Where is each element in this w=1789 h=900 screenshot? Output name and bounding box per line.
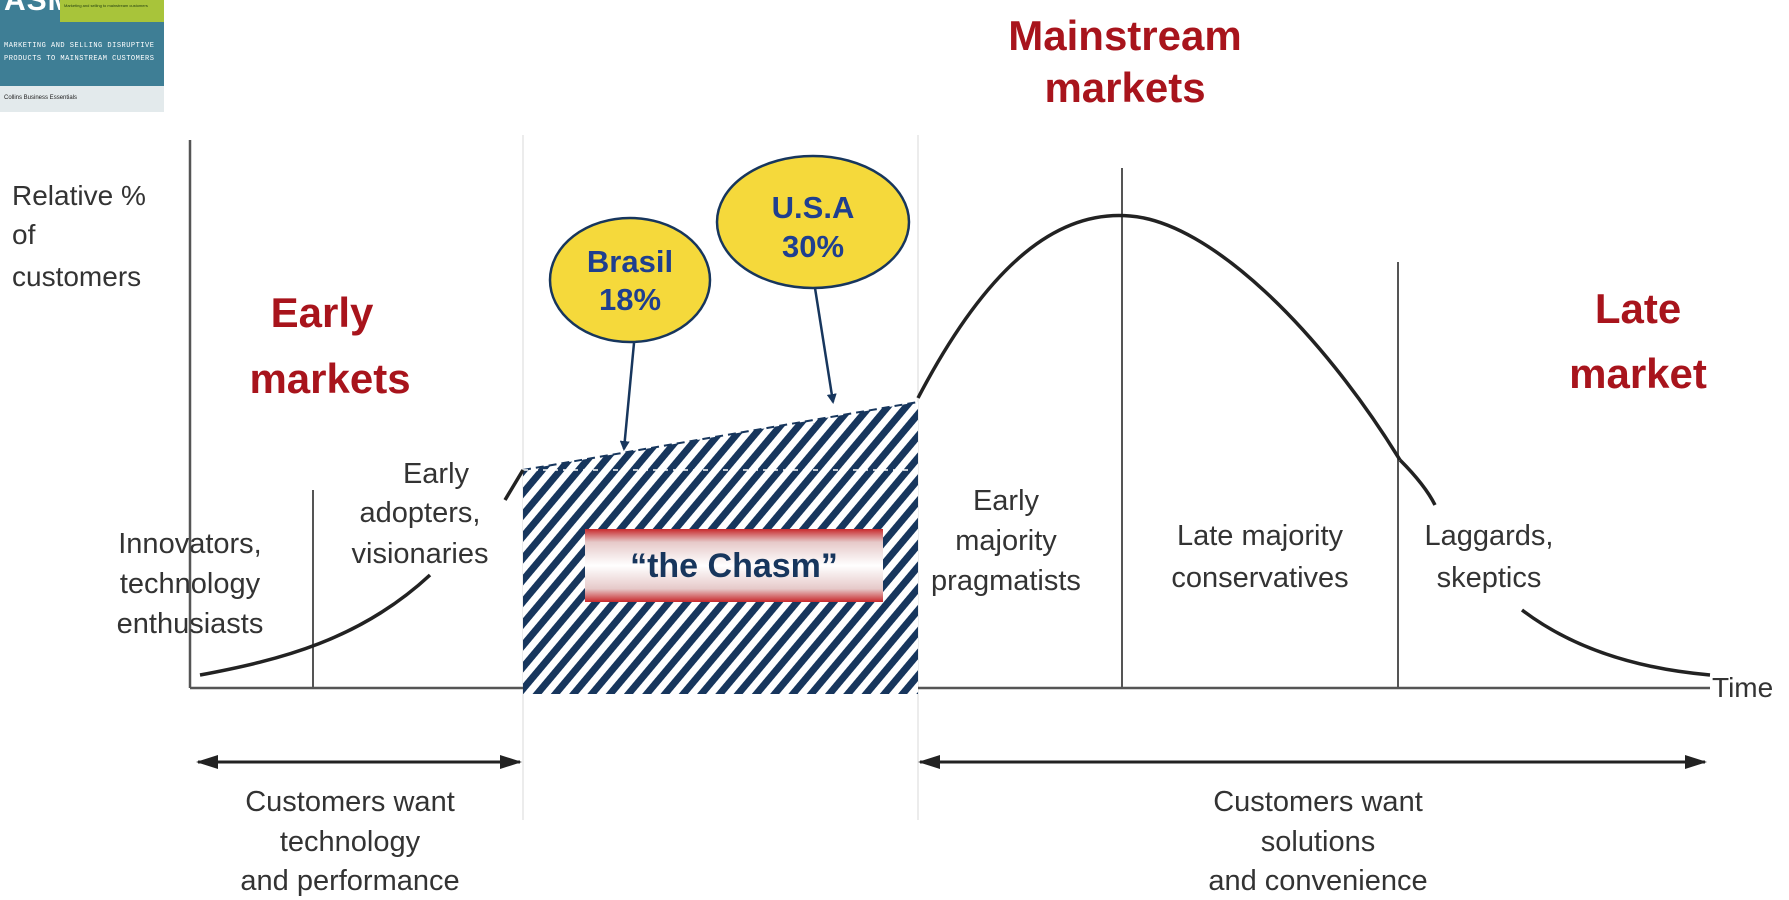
segment-innovators-line2: technology xyxy=(120,568,261,600)
segment-early-adopters-line1: Early xyxy=(403,458,470,490)
chasm-label-band xyxy=(585,529,883,602)
bottom-left-caption-line3: and performance xyxy=(240,865,459,897)
brasil-callout-value: 18% xyxy=(599,282,661,317)
book-cover-title: ASM xyxy=(4,0,74,17)
late-market-title-line1: Late xyxy=(1595,285,1681,332)
segment-early-majority-line1: Early xyxy=(973,485,1040,517)
brasil-callout xyxy=(548,216,712,344)
segment-late-majority-line1: Late majority xyxy=(1177,520,1344,552)
segment-early-majority-line2: majority xyxy=(955,525,1057,557)
chasm-top-edge xyxy=(522,401,919,471)
segment-laggards-line2: skeptics xyxy=(1437,562,1542,594)
adoption-curve-mainstream xyxy=(916,213,1402,461)
early-markets-title-line1: Early xyxy=(271,289,374,336)
bottom-right-caption-line3: and convenience xyxy=(1208,865,1427,897)
usa-callout-label: U.S.A xyxy=(772,190,855,225)
segment-laggards-line1: Laggards, xyxy=(1425,520,1554,552)
book-cover-footer: Collins Business Essentials xyxy=(0,86,164,112)
usa-callout xyxy=(715,154,911,290)
late-market-title-line2: market xyxy=(1569,350,1707,397)
mainstream-title-line1: Mainstream xyxy=(1008,12,1241,59)
adoption-curve-laggards xyxy=(1520,608,1711,677)
early-markets-title-line2: markets xyxy=(249,355,410,402)
book-cover-thumbnail: ASM Marketing and selling to mainstream … xyxy=(0,0,164,112)
book-cover-subtitle: MARKETING AND SELLING DISRUPTIVE PRODUCT… xyxy=(4,42,155,63)
chasm-label: “the Chasm” xyxy=(630,547,838,585)
mainstream-title-line2: markets xyxy=(1044,64,1205,111)
bottom-right-caption-line1: Customers want xyxy=(1213,786,1423,818)
bottom-left-caption-line2: technology xyxy=(280,826,421,858)
adoption-curve-tail xyxy=(1398,458,1437,506)
y-axis-label-line3: customers xyxy=(12,261,141,292)
y-axis-label-line1: Relative % xyxy=(12,180,146,211)
usa-callout-value: 30% xyxy=(782,229,844,264)
segment-early-adopters-line2: adopters, xyxy=(360,497,481,529)
adoption-curve-early xyxy=(199,573,432,677)
segment-innovators-line1: Innovators, xyxy=(118,528,261,560)
x-axis-label: Time xyxy=(1712,672,1773,703)
y-axis-label-line2: of xyxy=(12,219,36,250)
chasm-left-lip xyxy=(503,469,525,501)
bottom-right-caption-line2: solutions xyxy=(1261,826,1375,858)
brasil-arrow xyxy=(619,342,636,451)
segment-innovators-line3: enthusiasts xyxy=(117,608,264,640)
book-cover-badge: Marketing and selling to mainstream cust… xyxy=(60,0,164,22)
segment-early-adopters-line3: visionaries xyxy=(352,538,489,570)
bottom-left-caption-line1: Customers want xyxy=(245,786,455,818)
usa-arrow xyxy=(813,287,837,404)
brasil-callout-label: Brasil xyxy=(587,244,673,279)
segment-late-majority-line2: conservatives xyxy=(1171,562,1348,594)
segment-early-majority-line3: pragmatists xyxy=(931,565,1081,597)
